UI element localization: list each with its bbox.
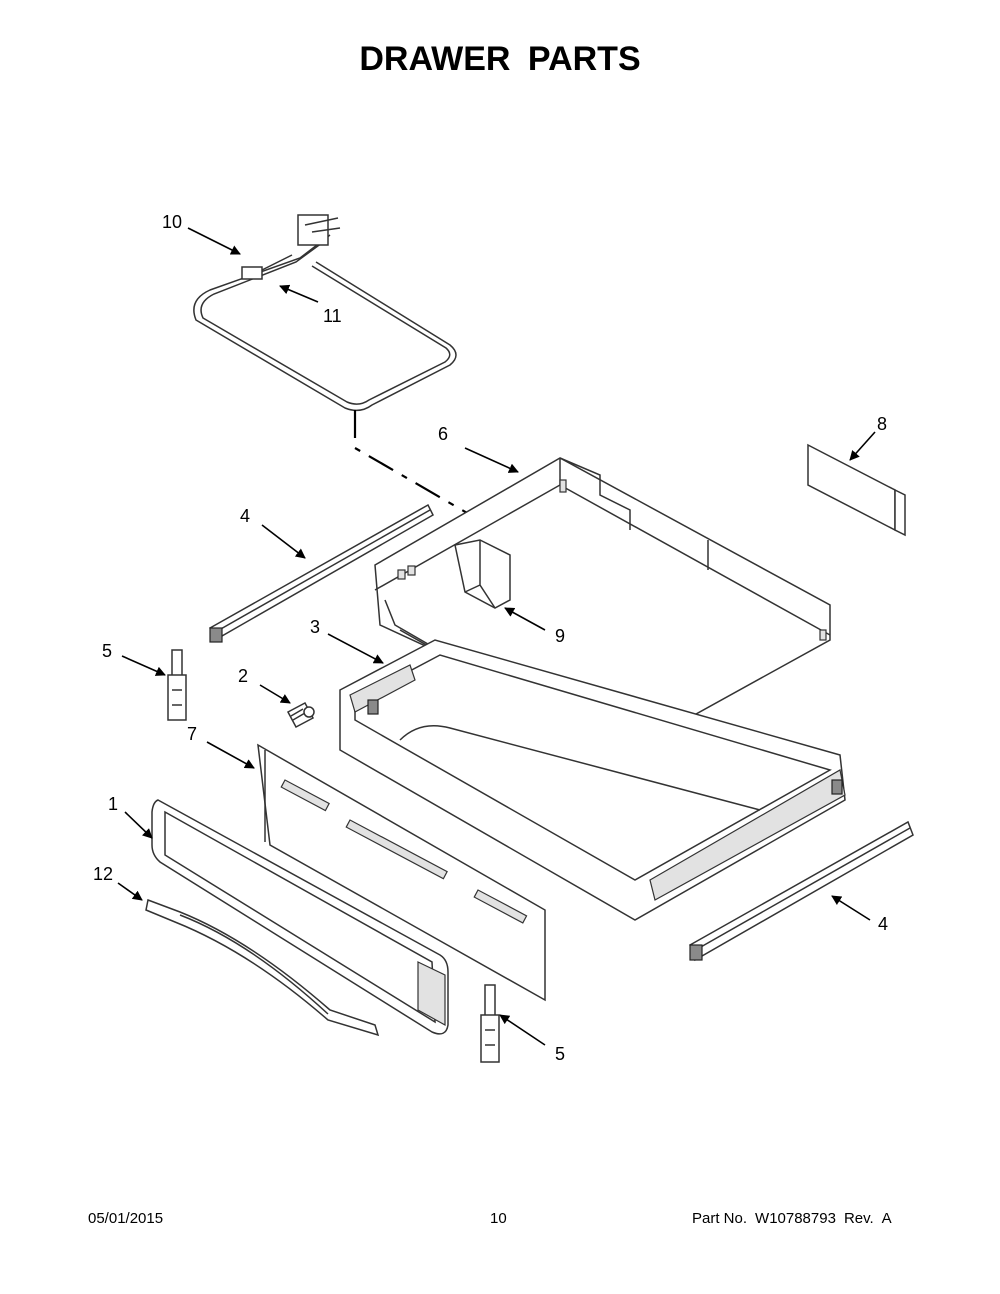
callout-8: 8 — [877, 414, 887, 434]
callout-3: 3 — [310, 617, 320, 637]
callout-9: 9 — [555, 626, 565, 646]
part-3-drawer-body — [339, 639, 846, 921]
page-title: DRAWER PARTS — [359, 40, 641, 78]
callout-5: 5 — [555, 1044, 565, 1064]
footer-date: 05/01/2015 — [88, 1210, 164, 1227]
part-10-bake-element — [193, 214, 457, 412]
part-1-drawer-front — [151, 799, 449, 1035]
rev-label: Rev. — [843, 1210, 874, 1227]
part-8-panel — [807, 443, 906, 537]
callout-4: 4 — [878, 914, 888, 934]
part-4-slide-rail-left — [209, 503, 434, 643]
part-12-handle — [145, 898, 380, 1037]
part-5-hinge-bottom — [480, 984, 500, 1063]
callout-7: 7 — [187, 724, 197, 744]
callout-12: 12 — [93, 864, 113, 884]
part-5-hinge-left — [167, 649, 187, 721]
footer-page-number: 10 — [490, 1210, 507, 1227]
rev-value: A — [881, 1210, 892, 1227]
callout-leaders — [117, 227, 876, 1046]
callout-6: 6 — [438, 424, 448, 444]
callout-11: 11 — [323, 306, 342, 326]
callout-5: 5 — [102, 641, 112, 661]
callout-10: 10 — [162, 212, 182, 232]
part-4-slide-rail-right — [689, 820, 914, 962]
part-9-bracket — [454, 539, 511, 609]
part-number: W10788793 — [755, 1210, 836, 1227]
footer-part-number: Part No. W10788793 Rev. A — [692, 1210, 900, 1227]
part-7-inner-panel — [257, 743, 546, 1002]
part-2-screw — [286, 701, 315, 729]
callout-4: 4 — [240, 506, 250, 526]
callout-2: 2 — [238, 666, 248, 686]
part-label: Part No. — [692, 1210, 748, 1227]
alignment-line — [353, 410, 619, 690]
callout-1: 1 — [108, 794, 118, 814]
